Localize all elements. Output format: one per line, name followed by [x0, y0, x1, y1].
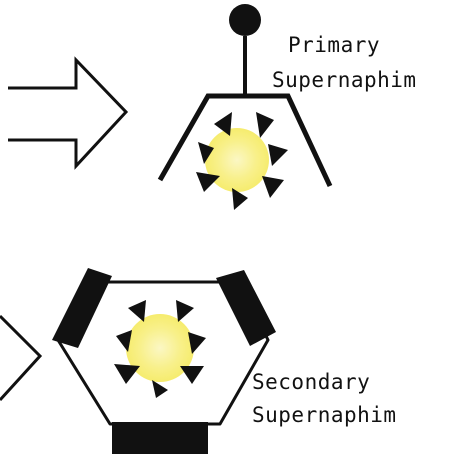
right-arrow-top [8, 56, 129, 170]
primary-head [229, 4, 261, 36]
secondary-supernaphim-figure [52, 268, 276, 454]
secondary-label-line2: Supernaphim [252, 403, 397, 427]
primary-label-line2: Supernaphim [272, 68, 417, 92]
secondary-triangles [114, 300, 206, 398]
secondary-right-bar [216, 270, 276, 346]
secondary-glow [126, 314, 194, 382]
secondary-label-line1: Secondary [252, 370, 371, 394]
primary-supernaphim-figure [157, 4, 333, 210]
right-arrow-bottom [0, 314, 43, 402]
primary-glow [205, 128, 269, 192]
primary-body-outline [157, 93, 333, 188]
secondary-bottom-bar [112, 422, 208, 454]
secondary-left-bar [52, 268, 112, 348]
primary-label-line1: Primary [288, 33, 381, 57]
primary-triangles [196, 112, 288, 210]
